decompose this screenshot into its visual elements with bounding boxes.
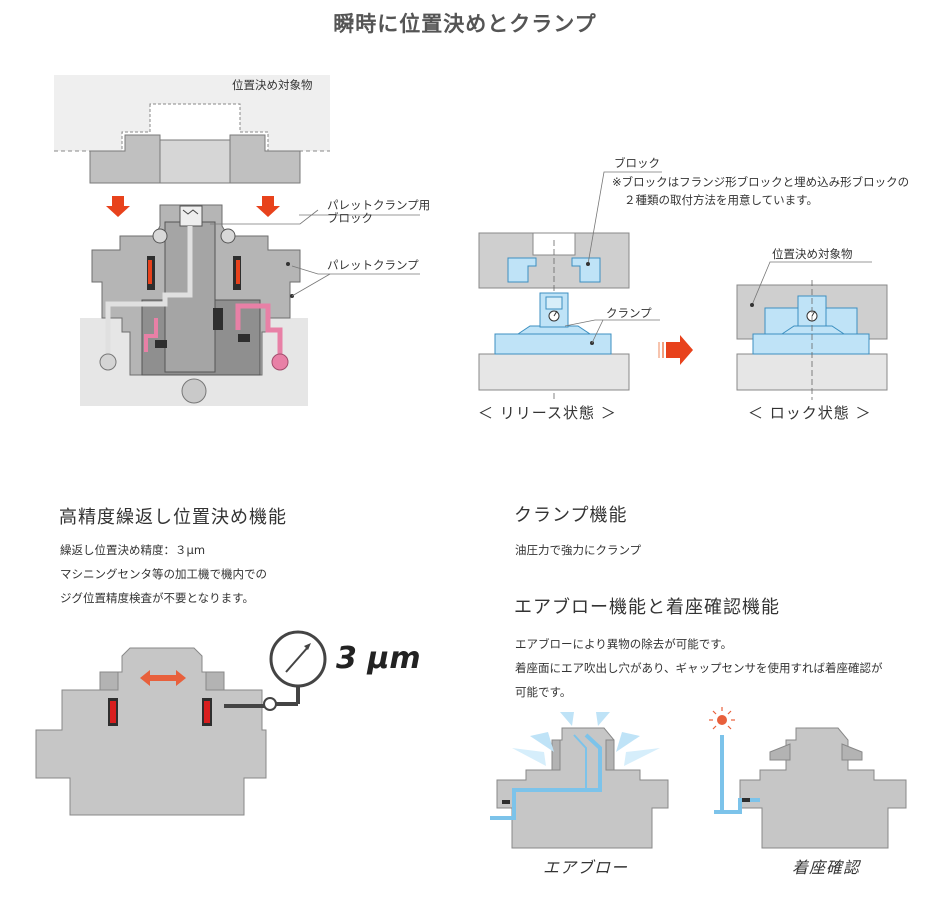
pallet-clamp-block-label-2: ブロック	[327, 211, 373, 225]
air-blow-line1: エアブローにより異物の除去が可能です。	[515, 637, 733, 651]
release-state-diagram	[478, 171, 662, 400]
air-blow-caption: エアブロー	[543, 858, 629, 877]
precision-line1: 繰返し位置決め精度：３μm	[60, 543, 206, 557]
lock-target-object-label: 位置決め対象物	[772, 247, 853, 261]
air-blow-heading: エアブロー機能と着座確認機能	[514, 597, 780, 618]
clamp-function-line1: 油圧力で強力にクランプ	[515, 543, 642, 557]
target-object-label: 位置決め対象物	[232, 78, 313, 92]
clamp-function-heading: クランプ機能	[514, 505, 628, 526]
pallet-clamp-block-label-1: パレットクランプ用	[327, 198, 431, 212]
block-label: ブロック	[614, 156, 660, 170]
block-note-line1: ※ブロックはフランジ形ブロックと埋め込み形ブロックの	[612, 175, 910, 189]
lock-state-diagram	[736, 261, 888, 400]
down-arrow-icon	[256, 196, 280, 217]
right-arrow-icon	[666, 335, 693, 365]
gauge-value: 3 μm	[336, 641, 421, 676]
precision-line2: マシニングセンタ等の加工機で機内での	[60, 567, 267, 581]
pallet-clamp-label: パレットクランプ	[327, 258, 419, 272]
page-title: 瞬時に位置決めとクランプ	[333, 12, 597, 36]
release-state-label: ＜ リリース状態 ＞	[478, 404, 617, 422]
precision-heading: 高精度繰返し位置決め機能	[59, 507, 287, 528]
lock-state-label: ＜ ロック状態 ＞	[748, 404, 872, 422]
precision-line3: ジグ位置精度検査が不要となります。	[60, 591, 255, 605]
air-blow-line2: 着座面にエア吹出し穴があり、ギャップセンサを使用すれば着座確認が	[515, 661, 883, 675]
seating-check-diagram	[709, 707, 907, 849]
block-note-line2: ２種類の取付方法を用意しています。	[624, 193, 819, 207]
clamp-label: クランプ	[606, 306, 652, 320]
air-blow-line3: 可能です。	[515, 685, 572, 699]
down-arrow-icon	[106, 196, 130, 217]
sensor-lamp-icon	[717, 715, 727, 725]
precision-diagram	[35, 630, 327, 816]
pallet-clamp-section	[54, 75, 420, 406]
air-blow-diagram	[490, 712, 669, 849]
seating-check-caption: 着座確認	[792, 858, 861, 877]
horizontal-double-arrow-icon	[140, 670, 186, 686]
